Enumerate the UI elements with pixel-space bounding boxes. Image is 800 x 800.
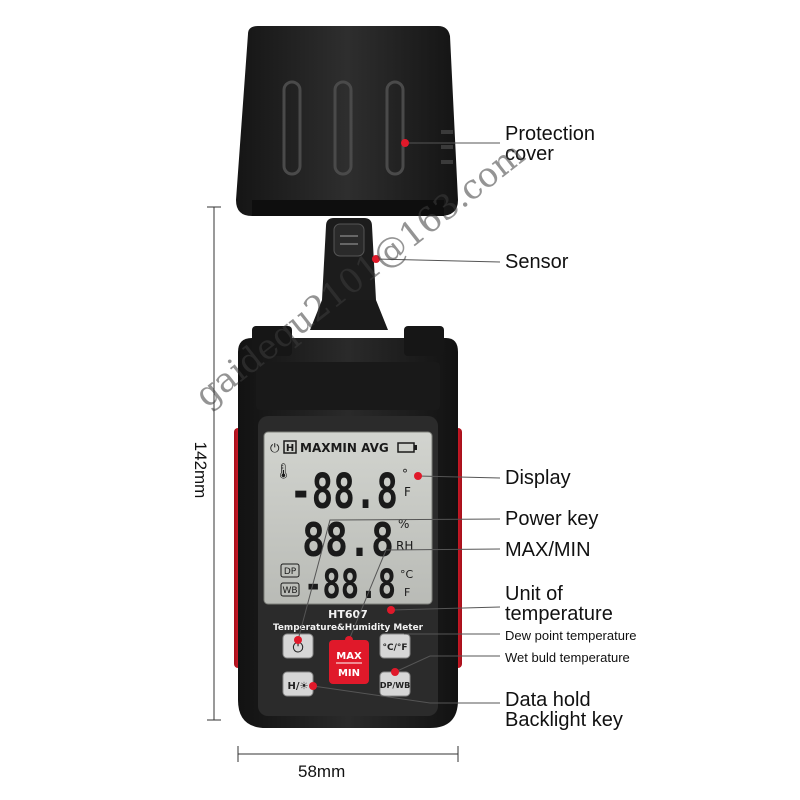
thermometer-icon: 🌡 [274,462,293,480]
max-min-button[interactable]: MAX MIN [329,640,369,684]
dp-wb-label: DP/WB [380,681,410,690]
label-power-key: Power key [505,508,599,530]
lcd-row2-unit-rh: RH [396,539,413,553]
unit-button[interactable]: °C/°F [379,633,411,659]
dimension-width: 58mm [298,762,346,781]
lcd-power-icon: ⏻ [270,441,280,455]
label-data-hold: Data hold [505,689,591,711]
lcd-hold-indicator: H [286,443,294,454]
lcd-display: ⏻ H MAXMIN AVG 🌡 -88.8 ° F 88.8 % RH DP … [263,431,433,608]
max-label: MAX [336,651,362,662]
cover-slot-middle [333,80,353,176]
power-button[interactable]: ⏻ [282,633,314,659]
protection-cover [236,26,458,216]
cover-slot-right [385,80,405,176]
lcd-row1-unit-f: F [404,485,411,499]
model-subtitle: Temperature&Humidity Meter [273,623,424,633]
label-sensor: Sensor [505,251,569,273]
dimension-height: 142mm [191,441,210,499]
hold-backlight-label: H/☀ [288,681,309,692]
lcd-dewpoint-value: -88.8 [304,562,396,608]
hold-backlight-button[interactable]: H/☀ [282,671,314,697]
lcd-row1-unit-degree: ° [402,467,408,481]
dimension-lines [207,206,459,762]
lcd-dp-tag: DP [284,567,297,577]
label-dew-point: Dew point temperature [505,628,637,643]
lcd-row3-unit-c: °C [400,568,414,581]
callout-lines [297,142,501,704]
lcd-temperature-value: -88.8 [290,464,398,520]
unit-label: °C/°F [382,643,407,653]
lcd-mode-indicator: MAXMIN AVG [300,441,389,455]
min-label: MIN [338,668,360,679]
label-unit-of-temperature: Unit of temperature [505,583,613,625]
label-backlight-key: Backlight key [505,709,623,731]
label-protection-cover: Protection cover [505,123,596,165]
power-icon: ⏻ [292,640,303,656]
lcd-row3-unit-f: F [404,586,410,599]
callout-dots [294,139,422,690]
lcd-row2-unit-percent: % [398,517,409,531]
cover-slot-left [282,80,302,176]
label-wet-bulb: Wet buld temperature [505,650,630,665]
label-display: Display [505,467,571,489]
sensor-probe [310,218,388,330]
lcd-humidity-value: 88.8 [302,513,394,567]
dp-wb-button[interactable]: DP/WB [379,671,411,697]
label-max-min: MAX/MIN [505,539,591,561]
lcd-wb-tag: WB [282,586,297,596]
